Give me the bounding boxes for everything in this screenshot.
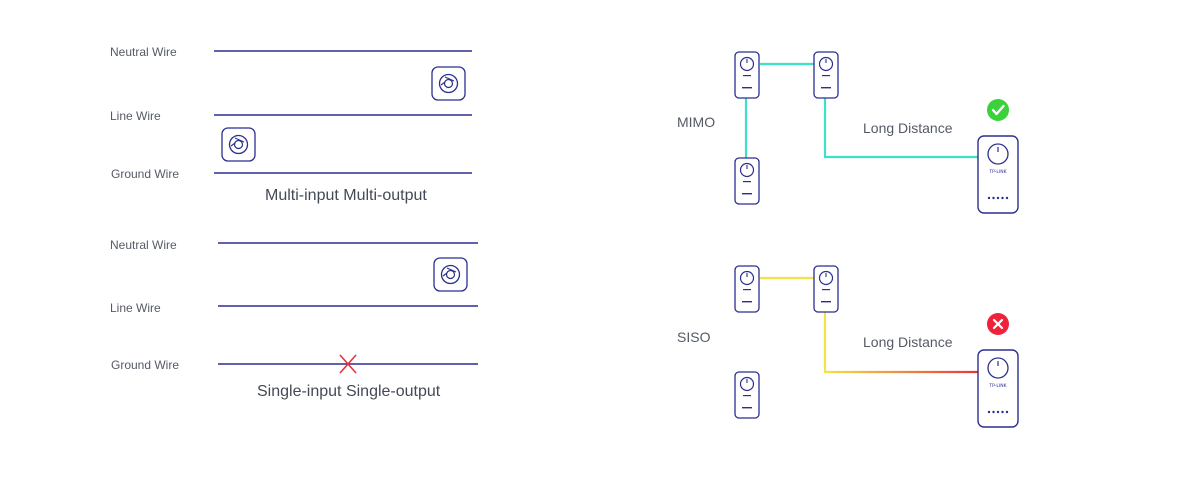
ground-wire-label: Ground Wire	[111, 358, 180, 372]
powerline-adapter-icon	[734, 371, 760, 419]
line-wire-label: Line Wire	[110, 109, 161, 123]
siso-distance-label: Long Distance	[863, 334, 953, 350]
line-wire-label: Line Wire	[110, 301, 161, 315]
powerline-adapter-icon	[734, 265, 760, 313]
siso-label: SISO	[677, 329, 711, 345]
fail-x-icon	[339, 354, 357, 374]
plug-icon	[221, 127, 256, 162]
powerline-adapter-large-icon: TP-LINK	[977, 135, 1019, 214]
mimo-caption: Multi-input Multi-output	[265, 187, 427, 204]
mimo-distance-label: Long Distance	[863, 120, 953, 136]
powerline-adapter-icon	[813, 51, 839, 99]
powerline-adapter-icon	[734, 51, 760, 99]
neutral-wire-label: Neutral Wire	[110, 45, 177, 59]
mimo-links	[744, 62, 980, 160]
ground-wire-label: Ground Wire	[111, 167, 180, 181]
powerline-adapter-icon	[734, 157, 760, 205]
powerline-adapter-icon	[813, 265, 839, 313]
mimo-label: MIMO	[677, 114, 716, 130]
plug-icon	[431, 66, 466, 101]
cross-icon	[987, 313, 1009, 335]
siso-links	[744, 276, 980, 374]
siso-caption: Single-input Single-output	[257, 383, 441, 400]
svg-text:TP-LINK: TP-LINK	[988, 169, 1007, 175]
svg-text:TP-LINK: TP-LINK	[988, 383, 1007, 389]
check-icon	[987, 99, 1009, 121]
neutral-wire-label: Neutral Wire	[110, 238, 177, 252]
plug-icon	[433, 257, 468, 292]
powerline-adapter-large-icon: TP-LINK	[977, 349, 1019, 428]
